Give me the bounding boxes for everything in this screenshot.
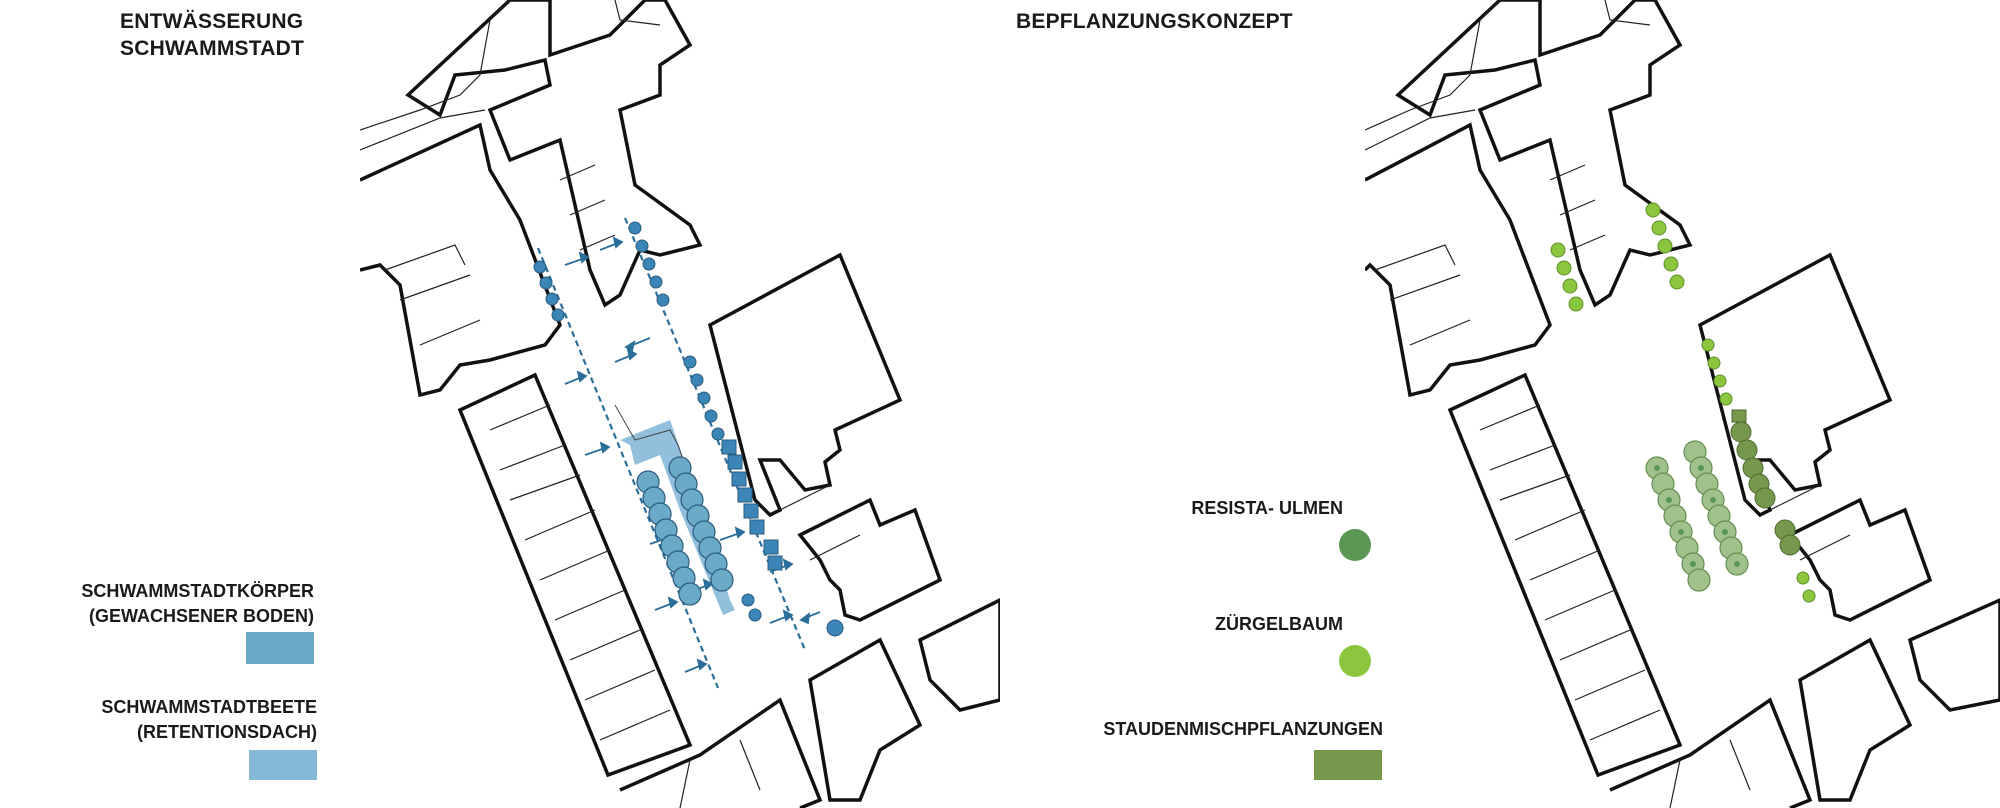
building-long-left (457, 372, 693, 778)
building-right-mid-2 (1697, 252, 1893, 518)
building-top-left (360, 122, 562, 398)
legend-schwammstadtkoerper-swatch (246, 632, 314, 664)
legend-staudenmischpflanzungen-label: STAUDENMISCHPFLANZUNGEN (1103, 719, 1383, 739)
left-title-line2: SCHWAMMSTADT (120, 37, 304, 60)
building-bottom-right-edge (917, 598, 1000, 712)
building-bottom-right (808, 637, 923, 802)
building-bottom-center-2 (1609, 697, 1813, 808)
legend-staudenmischpflanzungen-swatch (1314, 750, 1382, 780)
left-title: ENTWÄSSERUNG SCHWAMMSTADT (120, 8, 304, 62)
building-bottom-right-2 (1798, 637, 1913, 802)
building-right-lower-2 (1787, 497, 1933, 622)
planting-map (1365, 0, 2000, 808)
drainage-map (360, 0, 1000, 808)
legend-resista-ulmen-dot (1339, 529, 1371, 561)
legend-zuergelbaum-label: ZÜRGELBAUM (1215, 614, 1343, 634)
building-right-lower (797, 497, 943, 622)
building-top-right (405, 0, 703, 308)
legend-zuergelbaum-dot (1339, 645, 1371, 677)
right-title: BEPFLANZUNGSKONZEPT (1016, 10, 1293, 33)
legend-schwammstadtkoerper-label: SCHWAMMSTADTKÖRPER (GEWACHSENER BODEN) (81, 581, 314, 626)
legend-schwammstadtbeete-label: SCHWAMMSTADTBEETE (RETENTIONSDACH) (101, 697, 317, 742)
building-top-left-2 (1365, 122, 1552, 398)
legend-resista-ulmen-label: RESISTA- ULMEN (1191, 498, 1343, 518)
legend-schwammstadtbeete-swatch (249, 750, 317, 780)
building-bottom-center (619, 697, 823, 808)
building-bottom-right-edge-2 (1907, 598, 2000, 712)
left-title-line1: ENTWÄSSERUNG (120, 10, 304, 33)
building-top-right-2 (1395, 0, 1693, 308)
building-right-mid (707, 252, 903, 518)
building-long-left-2 (1447, 372, 1683, 778)
